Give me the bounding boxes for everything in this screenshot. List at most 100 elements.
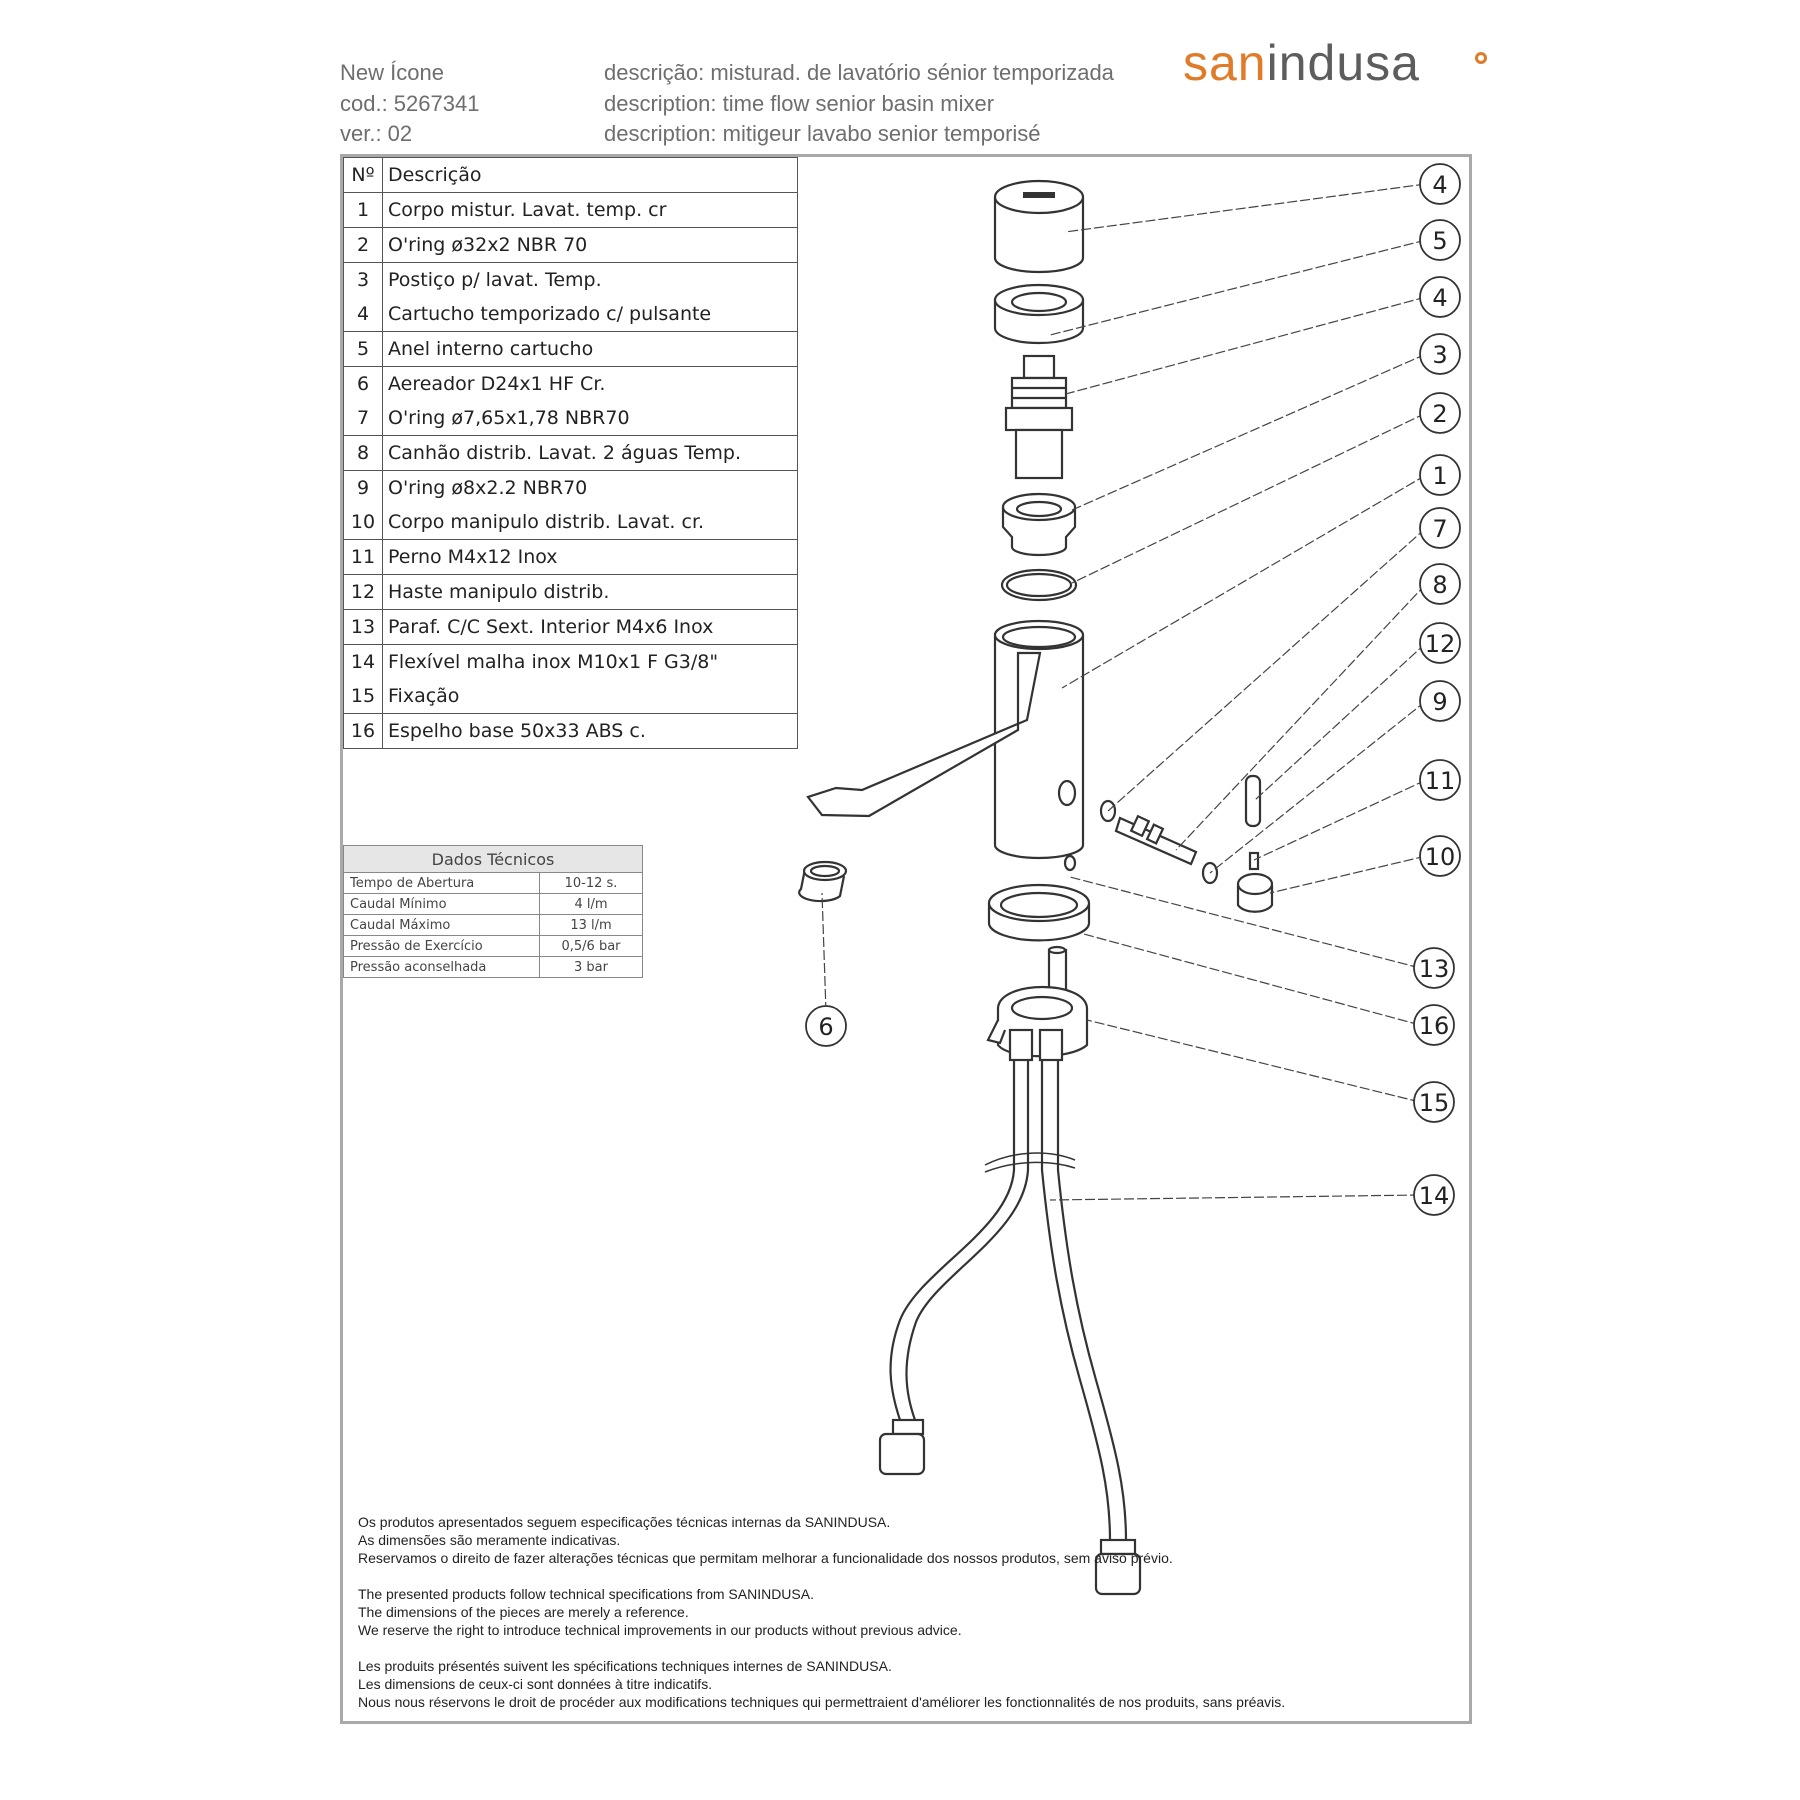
- part-number: 14: [343, 644, 383, 679]
- callout-3: 3: [1419, 333, 1461, 375]
- callout-text: 10: [1425, 843, 1456, 871]
- part-description: Aereador D24x1 HF Cr.: [382, 366, 798, 401]
- callout-8: 8: [1419, 563, 1461, 605]
- callout-text: 4: [1432, 171, 1447, 199]
- part-description: Haste manipulo distrib.: [382, 574, 798, 610]
- callout-14: 14: [1413, 1174, 1455, 1216]
- part-description: Flexível malha inox M10x1 F G3/8": [382, 644, 798, 679]
- insert-drawing: [1001, 492, 1077, 557]
- callout-4-button: 4: [1419, 163, 1461, 205]
- inner-ring-drawing: [993, 283, 1085, 345]
- tech-value: 13 l/m: [539, 914, 643, 936]
- part-description: Fixação: [382, 679, 798, 714]
- tech-value: 4 l/m: [539, 893, 643, 915]
- callout-13: 13: [1413, 947, 1455, 989]
- callout-text: 9: [1432, 688, 1447, 716]
- description-fr: description: mitigeur lavabo senior temp…: [604, 121, 1041, 146]
- part-number: 8: [343, 435, 383, 471]
- part-description: Corpo manipulo distrib. Lavat. cr.: [382, 505, 798, 540]
- callout-5: 5: [1419, 219, 1461, 261]
- callout-6: 6: [805, 1005, 847, 1047]
- part-description: Anel interno cartucho: [382, 331, 798, 367]
- callout-text: 13: [1419, 955, 1450, 983]
- logo-part-indusa: indusa: [1266, 35, 1420, 91]
- push-button-cap-drawing: [993, 179, 1085, 274]
- product-version: ver.: 02: [340, 121, 413, 146]
- callout-text: 2: [1432, 400, 1447, 428]
- part-description: Canhão distrib. Lavat. 2 águas Temp.: [382, 435, 798, 471]
- part-description: Cartucho temporizado c/ pulsante: [382, 297, 798, 332]
- logo-part-san: san: [1183, 35, 1267, 91]
- callout-12: 12: [1419, 622, 1461, 664]
- logo-mark-icon: [1475, 52, 1487, 64]
- callout-text: 11: [1425, 767, 1456, 795]
- part-number: 15: [343, 679, 383, 714]
- callout-text: 16: [1419, 1012, 1450, 1040]
- part-description: O'ring ø8x2.2 NBR70: [382, 470, 798, 505]
- tech-value: 3 bar: [539, 956, 643, 978]
- callout-16: 16: [1413, 1004, 1455, 1046]
- product-name: New Ícone: [340, 60, 444, 85]
- notes-en: The presented products follow technical …: [358, 1585, 1285, 1639]
- callout-1: 1: [1419, 454, 1461, 496]
- callout-text: 7: [1432, 515, 1447, 543]
- callout-text: 6: [818, 1013, 833, 1041]
- tech-value: 10-12 s.: [539, 872, 643, 894]
- callout-labels: 4 5 4 3 2 1 7 8 12 9 11 10 13 16 15 14 6: [805, 163, 1461, 1216]
- callout-7: 7: [1419, 507, 1461, 549]
- base-mirror-drawing: [987, 883, 1091, 942]
- part-description: O'ring ø32x2 NBR 70: [382, 227, 798, 263]
- part-number: 12: [343, 574, 383, 610]
- callout-text: 15: [1419, 1089, 1450, 1117]
- note-line: Les produits présentés suivent les spéci…: [358, 1658, 892, 1674]
- part-description: Paraf. C/C Sext. Interior M4x6 Inox: [382, 609, 798, 645]
- callout-text: 8: [1432, 571, 1447, 599]
- callout-4-cartridge: 4: [1419, 276, 1461, 318]
- note-line: Reservamos o direito de fazer alterações…: [358, 1550, 1173, 1566]
- description-en: description: time flow senior basin mixe…: [604, 91, 995, 116]
- callout-2: 2: [1419, 392, 1461, 434]
- hose-fittings-drawing: [878, 1028, 1142, 1596]
- note-line: Les dimensions de ceux-ci sont données à…: [358, 1676, 713, 1692]
- part-description: Postiço p/ lavat. Temp.: [382, 262, 798, 297]
- callout-10: 10: [1419, 835, 1461, 877]
- note-line: Nous nous réservons le droit de procéder…: [358, 1694, 1286, 1710]
- leader-lines: [821, 183, 1427, 1201]
- tech-key: Pressão aconselhada: [343, 956, 540, 978]
- col-number: Nº: [343, 157, 383, 193]
- drawing-frame: [340, 154, 1472, 1724]
- cartridge-drawing: [1004, 354, 1074, 480]
- part-number: 11: [343, 539, 383, 575]
- callout-11: 11: [1419, 759, 1461, 801]
- note-line: The presented products follow technical …: [358, 1586, 814, 1602]
- callout-15: 15: [1413, 1081, 1455, 1123]
- description-pt: descrição: misturad. de lavatório sénior…: [604, 60, 1114, 85]
- callout-text: 3: [1432, 341, 1447, 369]
- o-ring-large-drawing: [1000, 568, 1078, 602]
- callout-text: 5: [1432, 227, 1447, 255]
- technical-data-title: Dados Técnicos: [343, 845, 643, 873]
- note-line: The dimensions of the pieces are merely …: [358, 1604, 689, 1620]
- sanindusa-logo: sanindusa: [1183, 38, 1420, 88]
- part-number: 5: [343, 331, 383, 367]
- note-line: We reserve the right to introduce techni…: [358, 1622, 962, 1638]
- tech-key: Pressão de Exercício: [343, 935, 540, 957]
- callout-text: 12: [1425, 630, 1456, 658]
- side-handle-parts-drawing: [1063, 774, 1274, 913]
